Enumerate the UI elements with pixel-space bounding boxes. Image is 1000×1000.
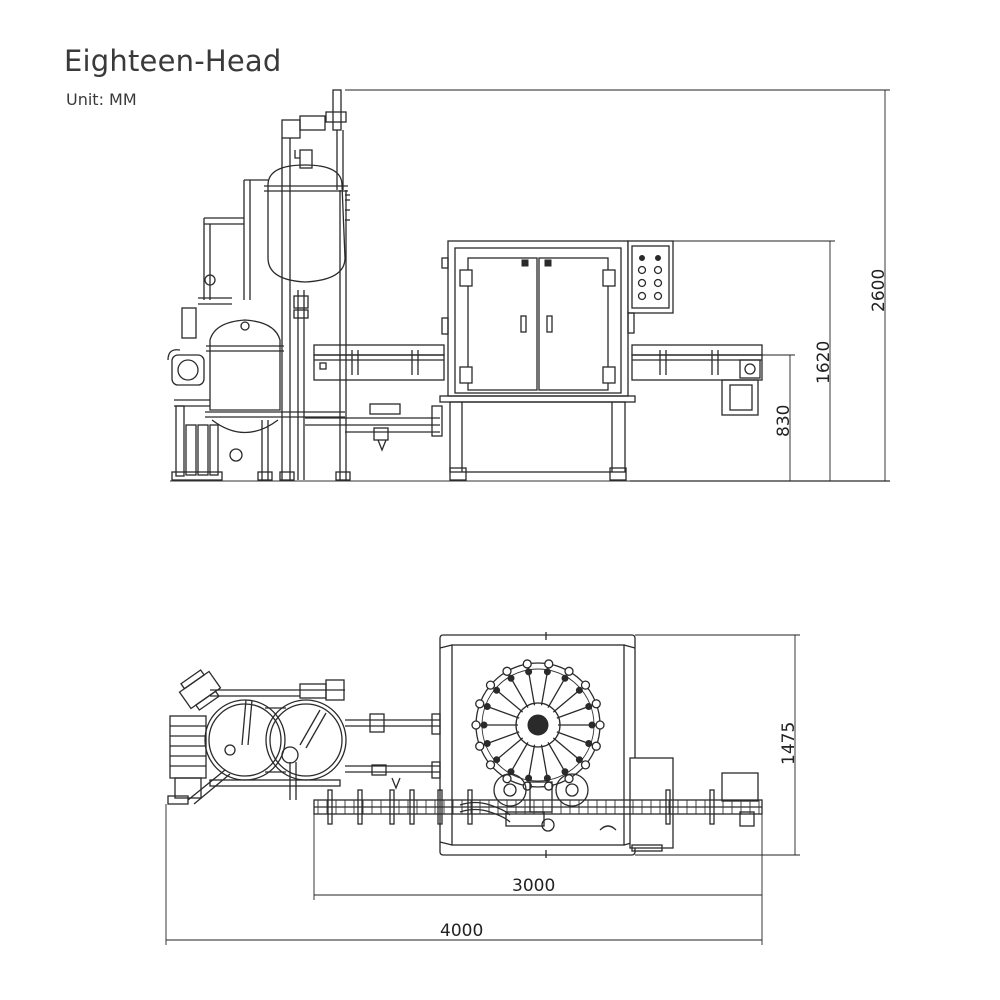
control-panel (627, 240, 674, 334)
left-conveyor (313, 344, 445, 381)
dim-depth: 1475 (779, 722, 799, 765)
star-wheels (459, 773, 617, 832)
top-dimensions (165, 634, 800, 945)
pump-motor-top (167, 669, 231, 805)
dim-conveyor-height: 830 (774, 405, 794, 437)
dim-machine-height: 1620 (814, 341, 834, 384)
drawing-title: Eighteen-Head (64, 44, 282, 78)
unit-label: Unit: MM (66, 90, 137, 109)
twin-tanks-top (204, 679, 347, 800)
front-dimensions (345, 89, 890, 481)
feed-pipe (305, 403, 443, 452)
conveyor-top (313, 772, 763, 827)
lower-tank (205, 319, 345, 433)
top-pipe (281, 89, 347, 190)
filling-machine-cabinet (439, 240, 636, 481)
control-cabinet-top (629, 757, 674, 852)
dim-total-length: 4000 (440, 921, 483, 941)
dim-overall-height: 2600 (869, 269, 889, 312)
rotary-filler (471, 659, 605, 791)
right-conveyor (630, 344, 890, 482)
pump-assembly (167, 307, 243, 481)
feed-lines-top (345, 713, 441, 790)
front-elevation: 2600 1620 830 (167, 89, 890, 482)
top-view: 1475 3000 4000 (165, 632, 800, 945)
dim-machine-length: 3000 (512, 876, 555, 896)
pipework (198, 138, 309, 480)
